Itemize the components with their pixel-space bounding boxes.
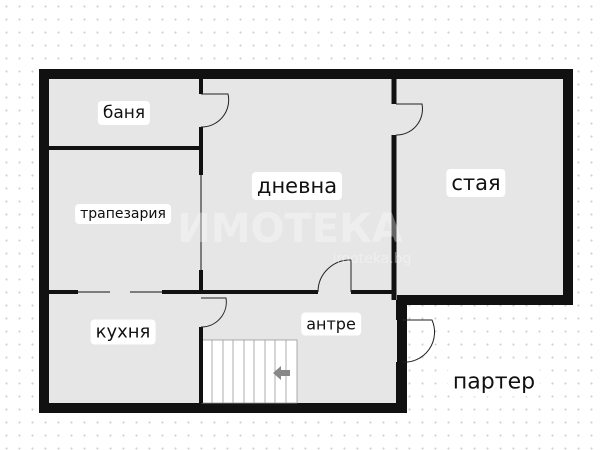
room-label-room: стая: [446, 169, 506, 197]
door-entrance: [401, 319, 436, 363]
door-hall-living: [317, 259, 352, 293]
room-label-dining: трапезария: [75, 204, 171, 224]
room-label-living: дневна: [251, 172, 343, 200]
door-room: [395, 103, 423, 136]
room-label-bathroom: баня: [97, 101, 151, 125]
svg-text:ИМОТЕКА: ИМОТЕКА: [177, 206, 403, 252]
svg-text:imoteka.bg: imoteka.bg: [333, 251, 412, 267]
watermark-logo: ИМОТЕКА imoteka.bg: [177, 206, 411, 267]
room-label-kitchen: кухня: [90, 319, 156, 345]
doors: [200, 93, 436, 363]
door-kitchen: [200, 297, 227, 328]
room-label-hall: антре: [301, 312, 361, 336]
staircase: [201, 339, 298, 404]
stair-arrow-icon: [273, 366, 290, 380]
door-bathroom: [200, 93, 230, 128]
floor-label: партер: [447, 367, 541, 397]
